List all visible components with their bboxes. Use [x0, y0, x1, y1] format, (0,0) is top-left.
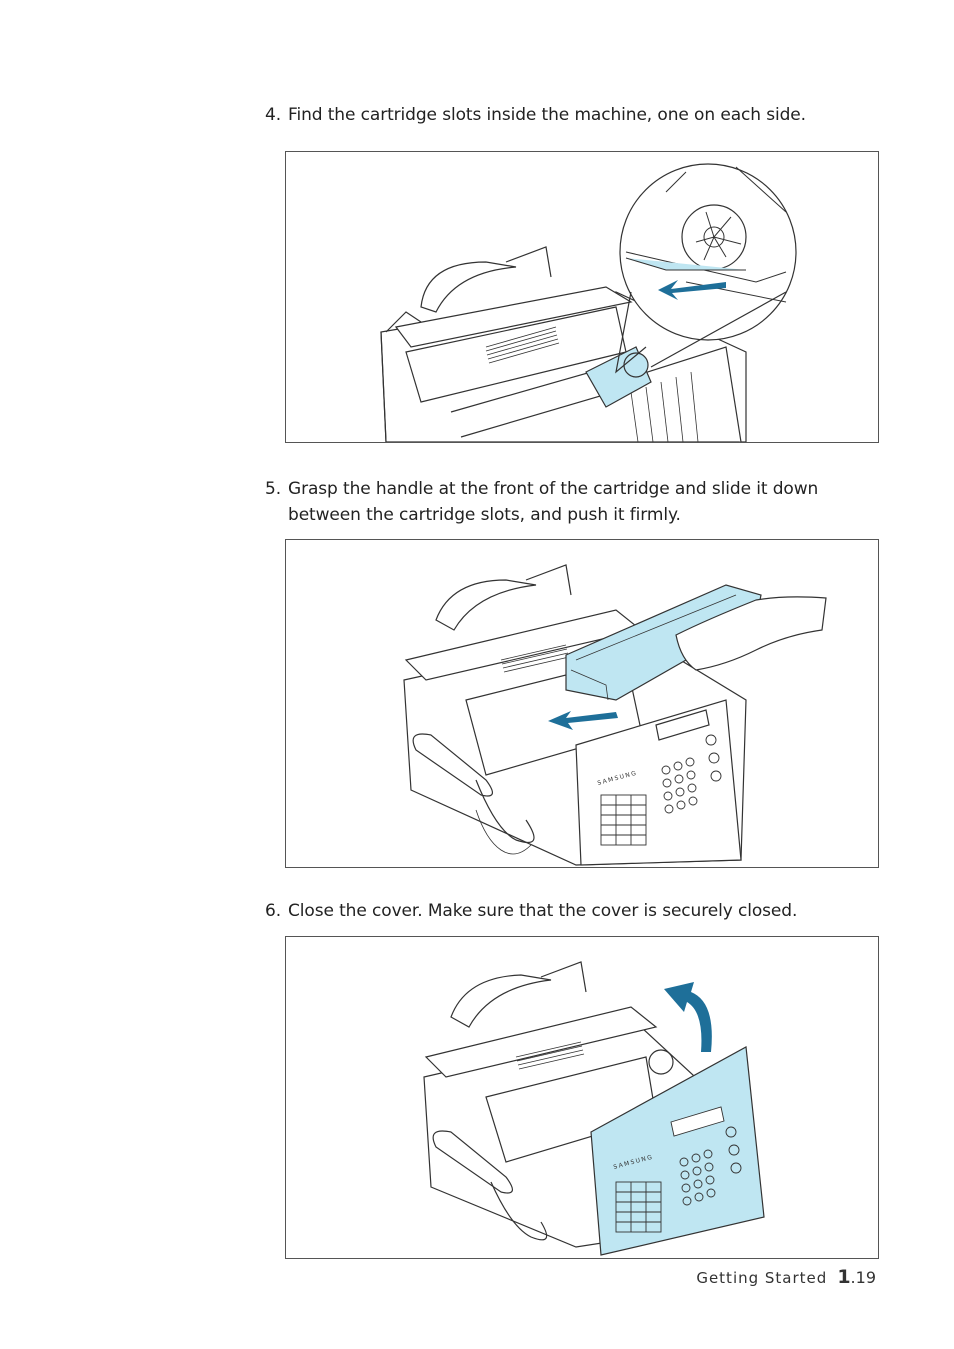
figure-cartridge-slots: [285, 151, 879, 443]
footer-section: Getting Started: [696, 1269, 828, 1287]
arrow-icon: [548, 711, 618, 730]
page-footer: Getting Started 1.19: [696, 1266, 876, 1288]
step-4: 4. Find the cartridge slots inside the ma…: [265, 102, 806, 128]
hand: [675, 596, 827, 671]
step-number: 5.: [265, 479, 282, 499]
figure-close-cover: SAMSUNG: [285, 936, 879, 1259]
footer-page-number: .19: [850, 1268, 876, 1287]
step-text: Grasp the handle at the front of the car…: [288, 479, 819, 499]
footer-chapter: 1: [837, 1266, 851, 1288]
step-text: Find the cartridge slots inside the mach…: [288, 105, 806, 125]
step-text: Close the cover. Make sure that the cove…: [288, 901, 798, 921]
step-number: 6.: [265, 901, 282, 921]
step-text-continued: between the cartridge slots, and push it…: [288, 505, 681, 525]
step-number: 4.: [265, 105, 282, 125]
magnified-callout: [615, 163, 797, 374]
figure-insert-cartridge: SAMSUNG: [285, 539, 879, 868]
step-5: 5. Grasp the handle at the front of the c…: [265, 476, 818, 528]
keypad: [600, 734, 722, 846]
step-6: 6. Close the cover. Make sure that the co…: [265, 898, 797, 924]
curved-arrow-icon: [664, 982, 712, 1052]
printer-illustration-insert: SAMSUNG: [403, 564, 827, 866]
front-cover: [590, 1046, 765, 1256]
printer-illustration-open: [380, 163, 797, 442]
printer-illustration-close: SAMSUNG: [423, 961, 765, 1256]
